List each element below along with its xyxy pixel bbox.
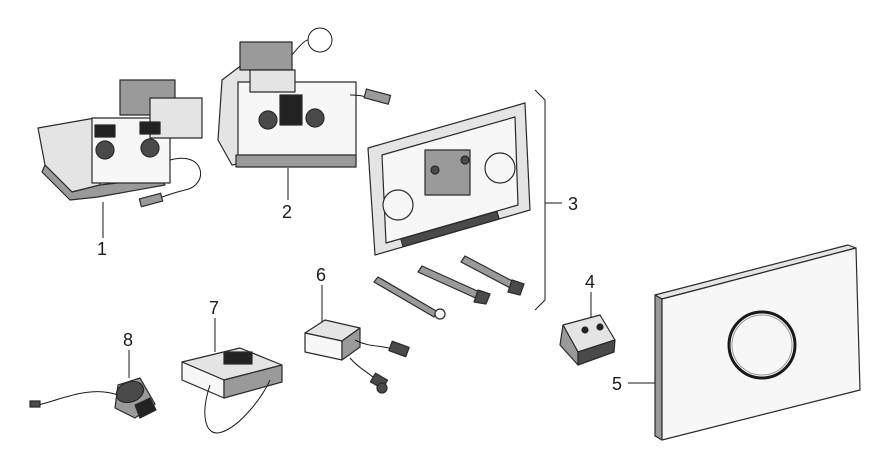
- callout-7: 7: [209, 298, 219, 318]
- part-5-cover-plate: [654, 244, 861, 441]
- callout-labels: 1 2 3 4 5 6 7 8: [97, 194, 622, 394]
- callout-2: 2: [282, 202, 292, 222]
- callout-1: 1: [97, 239, 107, 259]
- callout-5: 5: [612, 374, 622, 394]
- part-8-motor-capsule: [29, 377, 157, 419]
- leader-3-bracket: [534, 89, 546, 311]
- callout-6: 6: [316, 265, 326, 285]
- part-3-push-rods: [373, 255, 525, 320]
- callout-leaders: [102, 89, 655, 384]
- part-4-switch-module: [559, 314, 616, 366]
- part-2-actuator-module: [217, 27, 392, 168]
- callout-4: 4: [585, 272, 595, 292]
- part-3-mounting-frame: [367, 102, 531, 256]
- callout-8: 8: [123, 330, 133, 350]
- callout-3: 3: [568, 194, 578, 214]
- part-1-actuator-module: [37, 79, 203, 208]
- part-6-power-supply: [304, 319, 410, 394]
- part-7-control-box: [181, 347, 283, 434]
